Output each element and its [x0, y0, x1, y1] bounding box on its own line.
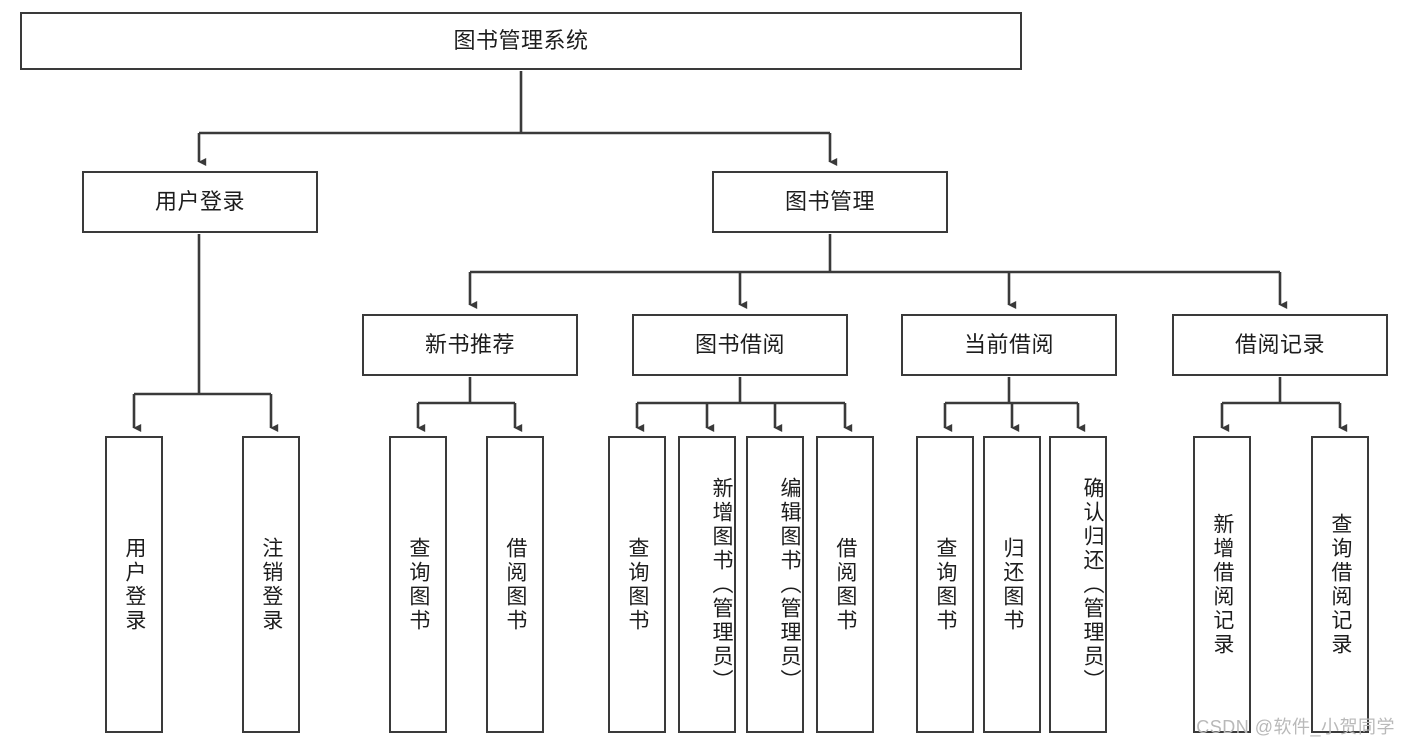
- node-label: 图书管理系统: [453, 27, 589, 53]
- leaf-book-borrow-edit-book-admin[interactable]: 编辑图书（管理员）: [746, 436, 804, 733]
- leaf-user-login-login[interactable]: 用户登录: [105, 436, 163, 733]
- node-borrow-record[interactable]: 借阅记录: [1172, 314, 1388, 376]
- leaf-current-borrow-return-book[interactable]: 归还图书: [983, 436, 1041, 733]
- node-label: 当前借阅: [963, 331, 1054, 357]
- leaf-borrow-record-query-record[interactable]: 查询借阅记录: [1311, 436, 1369, 733]
- node-current-borrow[interactable]: 当前借阅: [901, 314, 1117, 376]
- node-label: 图书借阅: [694, 331, 785, 357]
- leaf-new-book-query-book[interactable]: 查询图书: [389, 436, 447, 733]
- leaf-book-borrow-query-book[interactable]: 查询图书: [608, 436, 666, 733]
- node-label: 新增借阅记录: [1210, 512, 1234, 657]
- node-label: 新书推荐: [424, 331, 515, 357]
- leaf-user-login-logout[interactable]: 注销登录: [242, 436, 300, 733]
- node-label: 图书管理: [784, 188, 875, 214]
- node-label: 查询图书: [933, 536, 957, 633]
- node-label: 查询图书: [406, 536, 430, 633]
- leaf-borrow-record-add-record[interactable]: 新增借阅记录: [1193, 436, 1251, 733]
- leaf-current-borrow-query-book[interactable]: 查询图书: [916, 436, 974, 733]
- leaf-book-borrow-add-book-admin[interactable]: 新增图书（管理员）: [678, 436, 736, 733]
- node-label: 新增图书（管理员）: [710, 476, 733, 693]
- node-root-book-management-system[interactable]: 图书管理系统: [20, 12, 1022, 70]
- node-book-management[interactable]: 图书管理: [712, 171, 948, 233]
- leaf-book-borrow-borrow-book[interactable]: 借阅图书: [816, 436, 874, 733]
- node-label: 查询图书: [625, 536, 649, 633]
- node-label: 查询借阅记录: [1328, 512, 1352, 657]
- node-new-book-recommend[interactable]: 新书推荐: [362, 314, 578, 376]
- leaf-new-book-borrow-book[interactable]: 借阅图书: [486, 436, 544, 733]
- node-label: 归还图书: [1000, 536, 1024, 633]
- node-user-login[interactable]: 用户登录: [82, 171, 318, 233]
- node-label: 确认归还（管理员）: [1081, 476, 1104, 693]
- node-label: 用户登录: [154, 188, 245, 214]
- node-label: 借阅图书: [503, 536, 527, 633]
- node-label: 借阅图书: [833, 536, 857, 633]
- node-book-borrow[interactable]: 图书借阅: [632, 314, 848, 376]
- node-label: 编辑图书（管理员）: [778, 476, 801, 693]
- leaf-current-borrow-confirm-return-admin[interactable]: 确认归还（管理员）: [1049, 436, 1107, 733]
- node-label: 用户登录: [122, 536, 146, 633]
- node-label: 借阅记录: [1234, 331, 1325, 357]
- node-label: 注销登录: [259, 536, 283, 633]
